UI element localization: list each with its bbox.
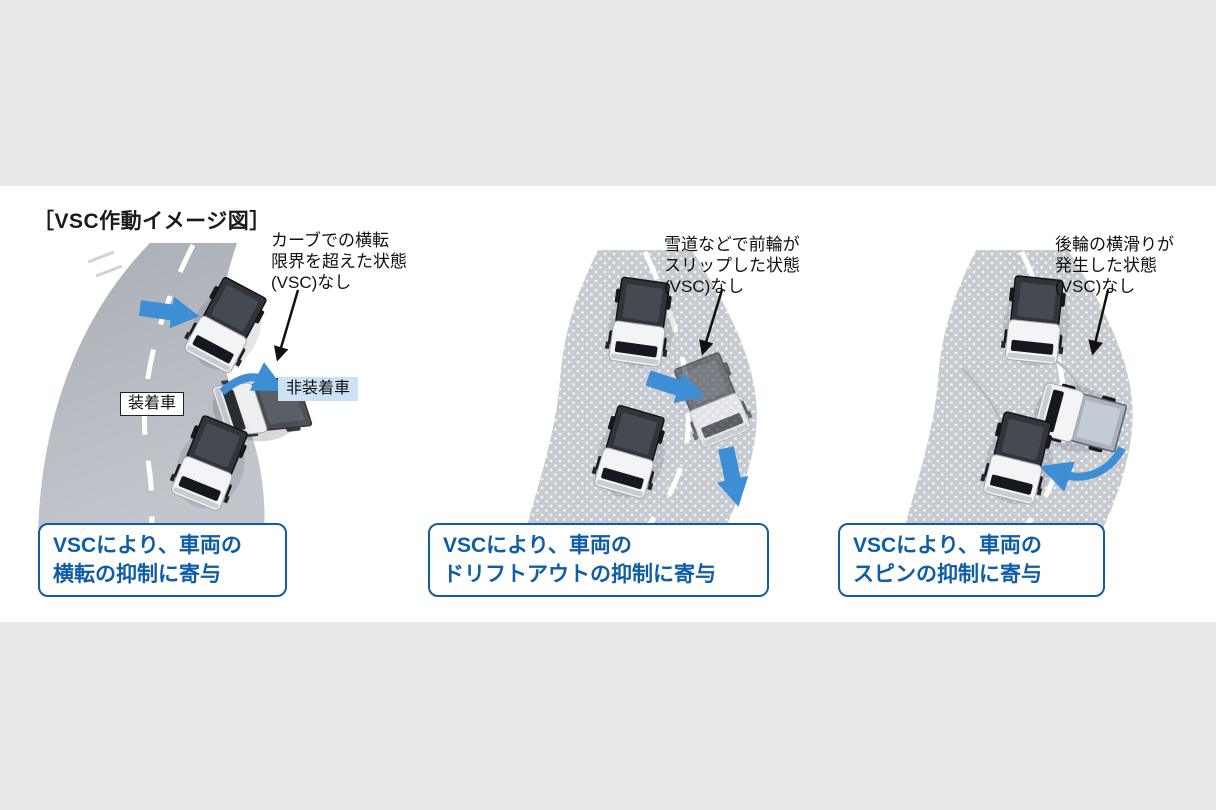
truck-vsc-equipped bbox=[164, 411, 256, 515]
annotation-arrow-2 bbox=[699, 289, 724, 356]
truck-vsc-equipped-3 bbox=[977, 408, 1059, 508]
caption-box-rollover: VSCにより、車両の 横転の抑制に寄与 bbox=[38, 523, 287, 597]
caption-line: ドリフトアウトの抑制に寄与 bbox=[443, 563, 716, 586]
caption-line: 横転の抑制に寄与 bbox=[53, 563, 221, 586]
annotation-line: (VSC)なし bbox=[1055, 277, 1136, 296]
blue-spin-arrow bbox=[1039, 446, 1126, 492]
annotation-panel2: 雪道などで前輪が スリップした状態 (VSC)なし bbox=[664, 234, 800, 297]
caption-box-spin: VSCにより、車両の スピンの抑制に寄与 bbox=[838, 523, 1105, 597]
annotation-line: 発生した状態 bbox=[1055, 256, 1157, 275]
non-equipped-vehicle-label: 非装着車 bbox=[278, 377, 359, 401]
equipped-vehicle-label: 装着車 bbox=[120, 392, 185, 416]
annotation-line: 後輪の横滑りが bbox=[1055, 235, 1174, 254]
caption-line: スピンの抑制に寄与 bbox=[853, 563, 1042, 586]
truck-approaching-curve bbox=[178, 272, 274, 378]
blue-curve-arrow bbox=[219, 362, 286, 396]
annotation-panel1: カーブでの横転 限界を超えた状態 (VSC)なし bbox=[271, 230, 407, 293]
annotation-line: (VSC)なし bbox=[271, 273, 352, 292]
annotation-arrow-3 bbox=[1088, 289, 1110, 356]
annotation-line: スリップした状態 bbox=[664, 256, 800, 275]
annotation-line: 雪道などで前輪が bbox=[664, 235, 800, 254]
annotation-arrow-1 bbox=[273, 289, 300, 362]
caption-box-driftout: VSCにより、車両の ドリフトアウトの抑制に寄与 bbox=[428, 523, 769, 597]
truck-approaching-snow bbox=[602, 275, 678, 369]
panel2-road bbox=[524, 250, 757, 537]
annotation-line: (VSC)なし bbox=[664, 277, 745, 296]
caption-line: VSCにより、車両の bbox=[53, 534, 242, 557]
diagram-title: ［VSC作動イメージ図］ bbox=[33, 210, 271, 233]
caption-line: VSCにより、車両の bbox=[443, 534, 632, 557]
annotation-line: カーブでの横転 bbox=[271, 231, 389, 250]
annotation-line: 限界を超えた状態 bbox=[271, 252, 407, 271]
panel3-road bbox=[902, 250, 1133, 537]
annotation-panel3: 後輪の横滑りが 発生した状態 (VSC)なし bbox=[1055, 234, 1174, 297]
caption-line: VSCにより、車両の bbox=[853, 534, 1042, 557]
truck-spinning bbox=[1031, 378, 1129, 458]
truck-approaching-3 bbox=[999, 274, 1071, 367]
truck-vsc-equipped-2 bbox=[587, 402, 673, 502]
